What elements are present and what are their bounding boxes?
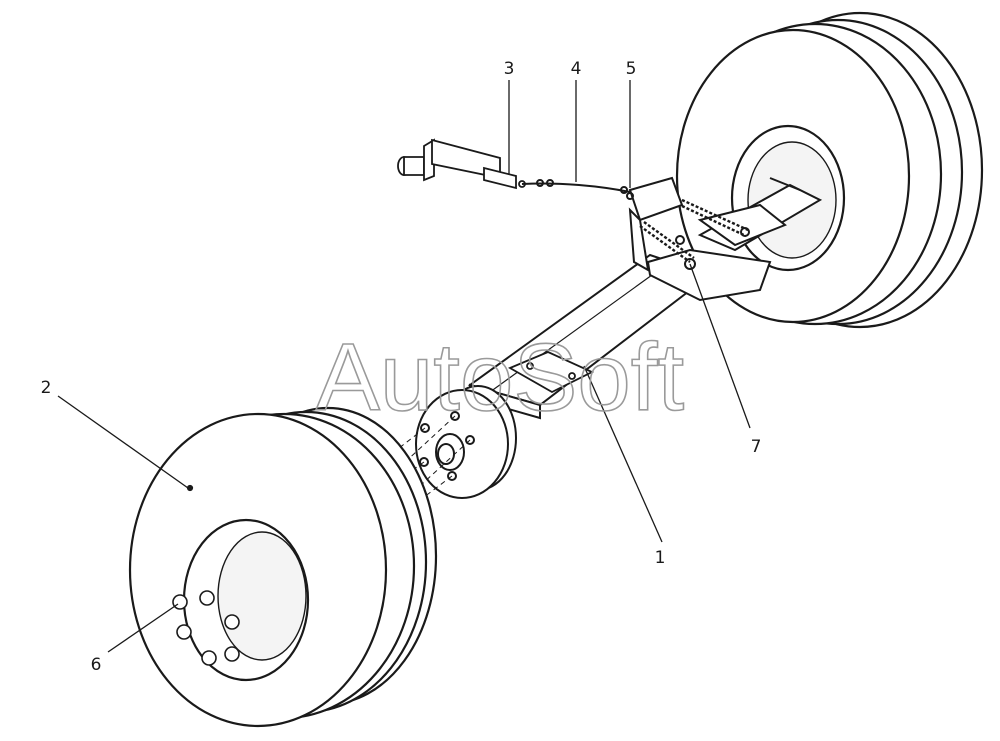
brake-bracket (628, 176, 787, 302)
center-clamp (507, 351, 595, 394)
left-wheel (128, 406, 438, 728)
crank-actuator (397, 138, 526, 190)
callout-4: 4 (571, 59, 582, 79)
tension-springs (639, 198, 749, 263)
callout-5: 5 (626, 59, 637, 79)
leader-lines (57, 80, 751, 653)
callout-3: 3 (504, 59, 515, 79)
callout-1: 1 (655, 548, 666, 568)
brake-cable (521, 179, 634, 200)
callout-7: 7 (751, 437, 762, 457)
watermark-text: AutoSoft (316, 324, 684, 431)
wheel-hub (415, 385, 517, 499)
callout-6: 6 (91, 655, 102, 675)
callout-2: 2 (41, 378, 52, 398)
